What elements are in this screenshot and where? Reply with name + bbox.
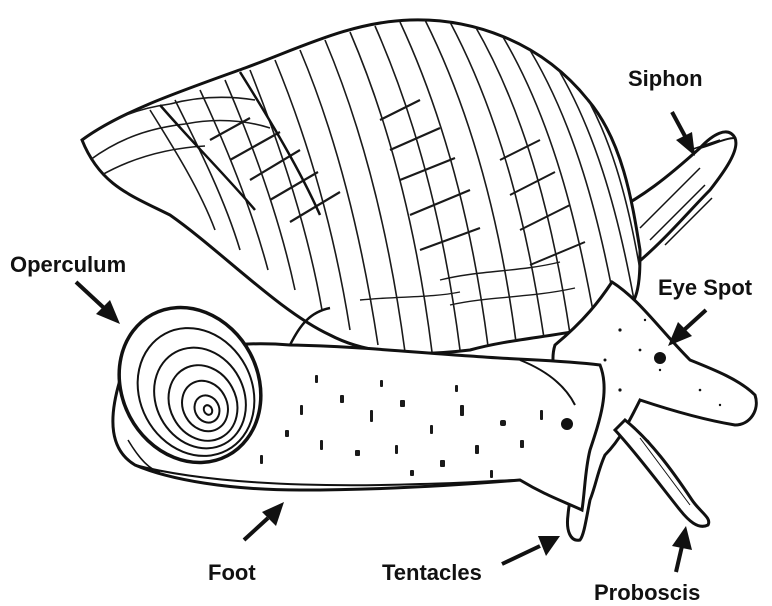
tentacles-arrow [502, 536, 560, 564]
label-proboscis: Proboscis [594, 582, 700, 604]
foot-arrow [244, 502, 284, 540]
label-eye-spot: Eye Spot [658, 277, 752, 299]
eye-spot-lower [561, 418, 573, 430]
label-tentacles: Tentacles [382, 562, 482, 584]
label-siphon: Siphon [628, 68, 703, 90]
eye-spot-upper [654, 352, 666, 364]
label-foot: Foot [208, 562, 256, 584]
shell [82, 20, 640, 354]
operculum-arrow [76, 282, 120, 324]
eye-spot-arrow [668, 310, 706, 346]
proboscis-arrow [672, 526, 692, 572]
label-operculum: Operculum [10, 254, 126, 276]
siphon-arrow [672, 112, 695, 156]
proboscis-shape [615, 420, 709, 526]
